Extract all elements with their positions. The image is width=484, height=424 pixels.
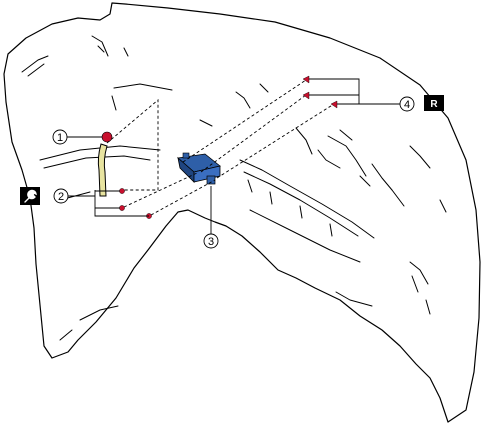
callout-4-label: 4 <box>404 99 410 111</box>
callout-1: 1 <box>52 129 68 145</box>
fastener-lower-2 <box>119 205 125 211</box>
fasteners <box>119 75 338 219</box>
wiring-harness <box>97 143 108 197</box>
assembly-lines <box>106 79 335 216</box>
fastener-upper-2 <box>302 91 310 100</box>
fastener-upper-3 <box>330 100 338 109</box>
leader-lines <box>67 78 400 234</box>
fastener-lower-1 <box>119 188 125 194</box>
callout-1-label: 1 <box>57 132 63 144</box>
wrench-icon-glyph <box>24 189 37 203</box>
harness-clip <box>101 131 113 143</box>
panel-details <box>21 35 447 341</box>
callout-4: 4 R <box>399 95 444 112</box>
callout-2: 2 <box>20 187 69 205</box>
callout-2-label: 2 <box>58 191 64 203</box>
bumper-panel <box>3 2 481 423</box>
fastener-upper-1 <box>302 75 310 84</box>
callout-3: 3 <box>203 233 219 249</box>
callout-3-label: 3 <box>208 236 214 248</box>
replace-badge-label: R <box>430 99 438 110</box>
replace-badge <box>424 95 444 111</box>
